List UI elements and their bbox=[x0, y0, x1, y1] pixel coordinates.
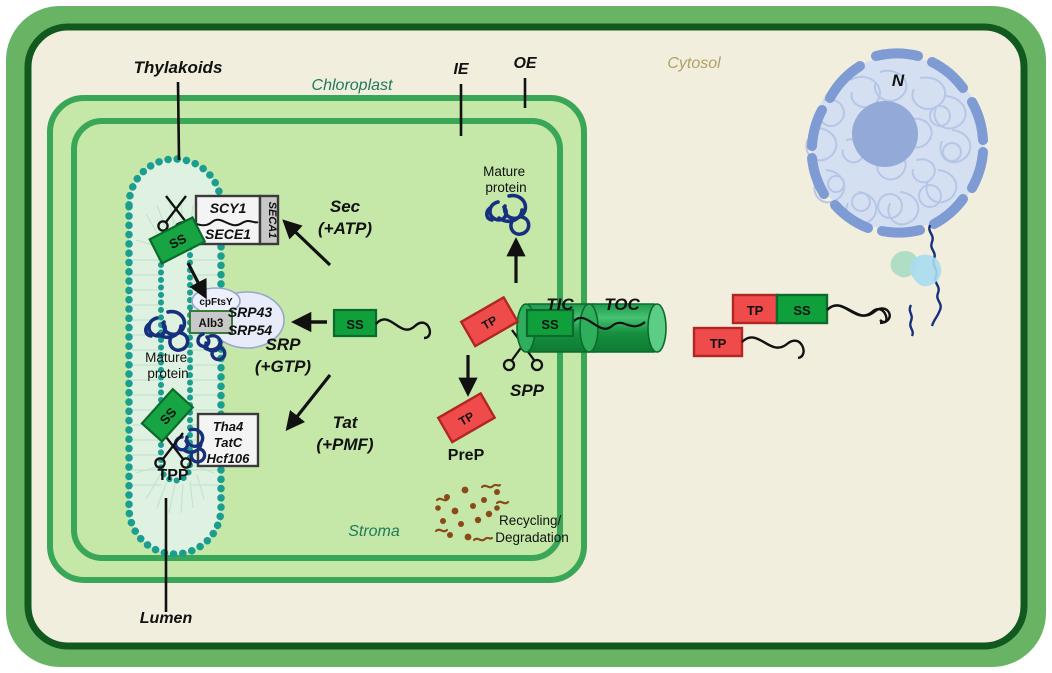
tp-prep-label: TP bbox=[456, 409, 476, 429]
ss-cleaved-upper: SS bbox=[148, 216, 207, 265]
label-mature-protein-stroma: Mature protein bbox=[483, 164, 529, 195]
precursor-tp-only: TP bbox=[692, 326, 805, 360]
mature-protein-lumen-line1: Mature bbox=[145, 350, 187, 365]
ss-tic-label: SS bbox=[541, 317, 559, 332]
tp-cleaved-stroma-label: TP bbox=[479, 313, 499, 333]
srp-srp43-label: SRP43 bbox=[228, 304, 273, 320]
free-signal-sequence-stroma: SS bbox=[332, 308, 432, 340]
precursor-tp-label: TP bbox=[747, 303, 764, 318]
tp-prep-substrate: TP bbox=[436, 391, 497, 444]
tat-translocon-complex[interactable]: Tha4 TatC Hcf106 bbox=[173, 412, 260, 468]
label-ie: IE bbox=[453, 61, 469, 78]
nucleus bbox=[805, 48, 988, 238]
sec-arrow bbox=[282, 219, 332, 267]
label-tat-name: Tat bbox=[333, 413, 359, 432]
srp-alb3-label: Alb3 bbox=[199, 318, 224, 330]
label-oe: OE bbox=[513, 55, 537, 72]
label-srp-cofactor: (+GTP) bbox=[255, 357, 312, 376]
srp-cpftsy-label: cpFtsY bbox=[199, 297, 233, 308]
tp-cleaved-stroma: TP bbox=[459, 295, 520, 348]
srp-substrate-protein bbox=[196, 332, 227, 362]
degradation-peptide-squiggles bbox=[434, 483, 510, 542]
srp-srp54-label: SRP54 bbox=[228, 322, 273, 338]
ss-stroma-label: SS bbox=[346, 317, 364, 332]
mature-protein-lumen-icon bbox=[144, 309, 190, 352]
label-nucleus: N bbox=[892, 71, 905, 90]
precursor-tp-ss: TP SS bbox=[731, 293, 891, 325]
ss-cleaved-lower: SS bbox=[140, 387, 195, 444]
tat-hcf106-label: Hcf106 bbox=[207, 451, 250, 466]
label-chloroplast: Chloroplast bbox=[312, 77, 393, 94]
label-tic: TIC bbox=[546, 295, 574, 314]
ribosome-icon bbox=[890, 251, 942, 287]
mature-protein-stroma-line2: protein bbox=[485, 180, 526, 195]
label-recycling-degradation: Recycling/ Degradation bbox=[495, 513, 569, 545]
ss-in-tic: SS bbox=[525, 308, 575, 338]
lumen-maturation-arrow bbox=[186, 262, 207, 300]
mature-protein-stroma-line1: Mature bbox=[483, 164, 525, 179]
scissors-tpp-lower-icon bbox=[154, 432, 192, 469]
label-spp: SPP bbox=[510, 381, 545, 400]
sec-seca1-label: SECA1 bbox=[266, 202, 278, 239]
sec-sece1-label: SECE1 bbox=[205, 226, 251, 242]
precursor-ss-label: SS bbox=[793, 303, 811, 318]
ss-cleaved-upper-label: SS bbox=[167, 231, 190, 252]
translocating-chain bbox=[571, 316, 646, 330]
tat-tha4-label: Tha4 bbox=[213, 419, 244, 434]
recycling-line1: Recycling/ bbox=[499, 513, 562, 528]
toc-channel[interactable] bbox=[579, 303, 667, 353]
label-tat-cofactor: (+PMF) bbox=[316, 435, 373, 454]
label-stroma: Stroma bbox=[348, 523, 400, 540]
degradation-particles bbox=[435, 486, 500, 541]
sec-scy1-label: SCY1 bbox=[210, 200, 247, 216]
precursor-tp-only-label: TP bbox=[710, 336, 727, 351]
mature-protein-lumen-line2: protein bbox=[147, 366, 188, 381]
label-toc: TOC bbox=[604, 295, 640, 314]
label-srp-name: SRP bbox=[266, 335, 302, 354]
label-tpp: TPP bbox=[157, 467, 188, 484]
text-layer: Thylakoids Chloroplast Cytosol IE OE Str… bbox=[134, 55, 905, 627]
label-sec-name: Sec bbox=[330, 197, 361, 216]
recycling-line2: Degradation bbox=[495, 530, 569, 545]
label-thylakoids: Thylakoids bbox=[134, 58, 223, 77]
label-cytosol: Cytosol bbox=[667, 55, 721, 72]
label-sec-cofactor: (+ATP) bbox=[318, 219, 372, 238]
mature-protein-stroma-icon bbox=[485, 193, 531, 236]
label-mature-protein-lumen: Mature protein bbox=[145, 350, 191, 381]
nuclear-pores bbox=[807, 48, 988, 238]
label-prep: PreP bbox=[448, 447, 485, 464]
tat-tatc-label: TatC bbox=[214, 435, 243, 450]
thylakoids-leader-line bbox=[176, 81, 181, 161]
label-lumen: Lumen bbox=[140, 610, 193, 627]
tat-arrow bbox=[285, 374, 332, 432]
